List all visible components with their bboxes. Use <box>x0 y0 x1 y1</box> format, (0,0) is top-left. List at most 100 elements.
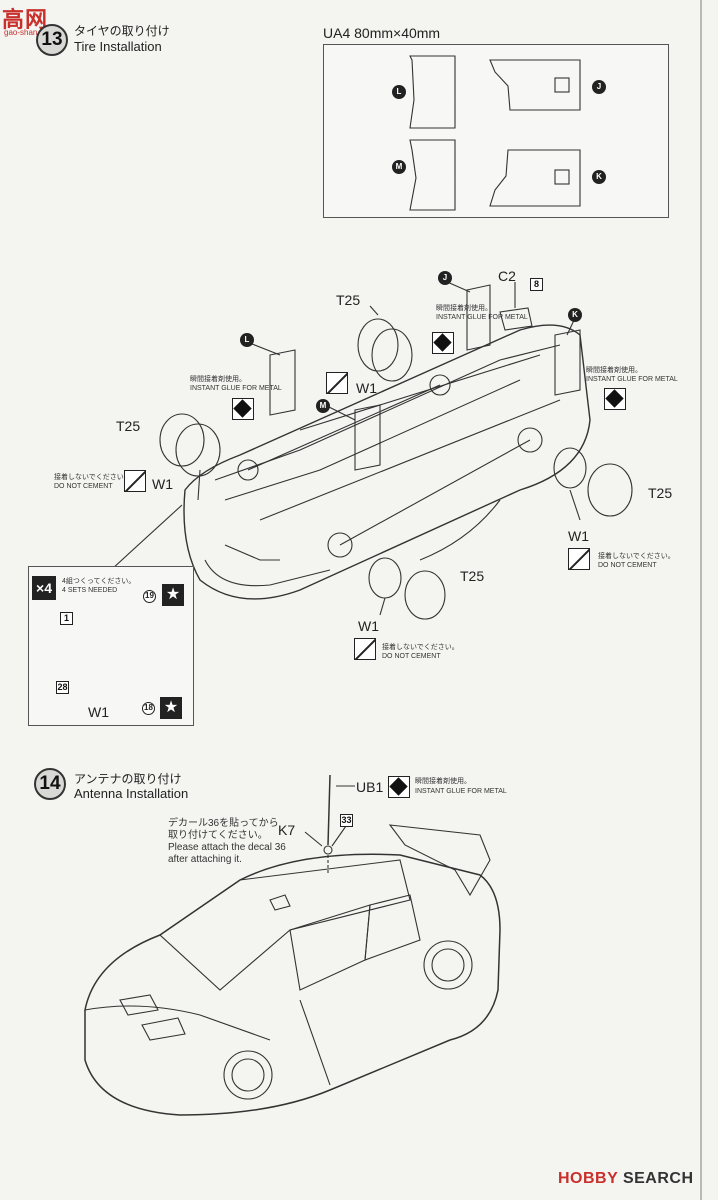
inset-part-28: 28 <box>56 681 69 694</box>
leader-w1-right <box>569 489 581 521</box>
no-cement-icon <box>568 548 590 570</box>
roof-vent <box>269 894 291 911</box>
leader-t25-top <box>369 305 379 316</box>
leader-w1-left <box>197 469 201 501</box>
inset-multiplier: ×4 <box>32 576 56 600</box>
callout-w1-bottom: W1 <box>358 618 379 634</box>
leader-33 <box>331 825 347 847</box>
inset-wheel-label: W1 <box>88 704 109 720</box>
panel-k <box>554 329 581 396</box>
callout-j: J <box>438 271 452 285</box>
callout-w1-left: W1 <box>152 476 173 492</box>
step-13-number: 13 <box>36 24 68 56</box>
tire-rear-left-back <box>371 328 413 382</box>
leader-w1-bottom <box>379 597 386 616</box>
tire-front-left <box>159 413 205 467</box>
nocement-note-right-en: DO NOT CEMENT <box>598 562 657 569</box>
step-14-title-en: Antenna Installation <box>74 786 189 801</box>
glue-note-ub1-jp: 瞬間接着剤使用。 <box>415 778 471 785</box>
glue-note-l-en: INSTANT GLUE FOR METAL <box>190 385 282 392</box>
leader-k7 <box>304 831 323 847</box>
hood-vent-2 <box>141 1017 186 1041</box>
antenna-base <box>323 845 333 855</box>
inset-sets-en: 4 SETS NEEDED <box>62 587 118 594</box>
glue-note-l-jp: 瞬間接着剤使用。 <box>190 376 246 383</box>
hood-vent-1 <box>119 994 159 1016</box>
glue-note-j-jp: 瞬間接着剤使用。 <box>436 305 492 312</box>
page-edge-line <box>700 0 702 1200</box>
car-body-side <box>84 853 501 1116</box>
glue-note-k-jp: 瞬間接着剤使用。 <box>586 367 642 374</box>
callout-c2: C2 <box>498 268 516 284</box>
step-14-number: 14 <box>34 768 66 800</box>
glue-icon <box>232 398 254 420</box>
hobbysearch-logo: HOBBY SEARCH <box>558 1170 694 1188</box>
chassis-line-2 <box>224 379 521 501</box>
callout-m: M <box>316 399 330 413</box>
front-grille-line <box>224 544 280 561</box>
glue-note-j-en: INSTANT GLUE FOR METAL <box>436 314 528 321</box>
chassis-line-1 <box>214 344 561 481</box>
callout-w1-right: W1 <box>568 528 589 544</box>
callout-part-8: 8 <box>530 278 543 291</box>
site-watermark: 高网 gao-shan.com <box>0 0 80 38</box>
star-icon: ★ <box>162 584 184 606</box>
front-left-hub <box>237 459 259 481</box>
leader-m <box>326 405 356 421</box>
decal-marker-m: M <box>392 160 406 174</box>
inset-sets-jp: 4組つくってください。 <box>62 578 136 585</box>
inset-part-18: 18 <box>142 702 155 715</box>
door-line <box>299 999 331 1086</box>
callout-k: K <box>568 308 582 322</box>
callout-t25-left: T25 <box>116 418 141 434</box>
watermark-url: gao-shan.com <box>4 28 55 37</box>
decal-m-shape <box>409 139 456 211</box>
callout-t25-top: T25 <box>336 292 361 308</box>
glue-icon <box>388 776 410 798</box>
panel-l <box>269 349 296 416</box>
decal-j-tab <box>554 77 570 93</box>
callout-l: L <box>240 333 254 347</box>
callout-ub1: UB1 <box>356 779 384 795</box>
rear-left-hub <box>429 374 451 396</box>
decal-marker-l: L <box>392 85 406 99</box>
glue-icon <box>604 388 626 410</box>
callout-t25-right: T25 <box>648 485 673 501</box>
front-wheel-arch <box>223 1050 273 1100</box>
front-right-hub <box>327 532 353 558</box>
tire-rear-left <box>357 318 399 372</box>
panel-m <box>354 404 381 471</box>
tire-front-right <box>404 570 446 620</box>
nocement-note-bottom-en: DO NOT CEMENT <box>382 653 441 660</box>
decal-sheet-label: UA4 80mm×40mm <box>323 25 441 41</box>
decal-l-shape <box>409 55 456 129</box>
panel-j <box>466 284 491 351</box>
step-13-title-en: Tire Installation <box>74 39 162 54</box>
decal-note-jp-2: 取り付けてください。 <box>168 830 268 841</box>
car-quarter-window <box>364 894 421 961</box>
car-hood-line <box>84 1005 271 1041</box>
no-cement-icon <box>326 372 348 394</box>
wheel-rear-right <box>553 447 587 489</box>
decal-k-shape <box>489 149 581 207</box>
front-bumper-line <box>204 559 331 587</box>
star-icon: ★ <box>160 697 182 719</box>
part-c2-shape <box>499 307 533 331</box>
car-roof-window <box>159 859 411 991</box>
no-cement-icon <box>354 638 376 660</box>
chassis-line-4 <box>299 354 541 431</box>
callout-t25-bottom: T25 <box>460 568 485 584</box>
callout-decal-33: 33 <box>340 814 353 827</box>
chassis-line-3 <box>259 399 561 521</box>
rear-axle <box>339 439 531 546</box>
decal-j-shape <box>489 59 581 111</box>
antenna-rod <box>327 774 331 846</box>
callout-k7: K7 <box>278 822 296 838</box>
wheel-front-right <box>368 557 402 599</box>
front-axle <box>247 384 441 471</box>
car-body-outline <box>183 324 591 600</box>
callout-w1-center: W1 <box>356 380 377 396</box>
decal-note-jp-1: デカール36を貼ってから <box>168 818 279 829</box>
side-door-line <box>419 499 501 561</box>
